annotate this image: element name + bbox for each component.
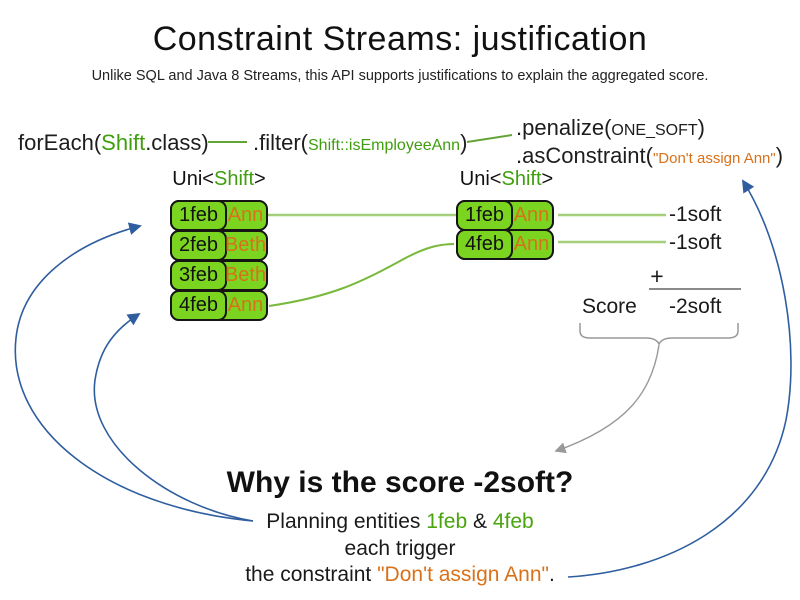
line3-suffix: .: [548, 563, 555, 586]
shift-date: 3feb: [170, 260, 227, 291]
entity-1feb: 1feb: [426, 510, 468, 533]
score-brace: [579, 323, 739, 346]
code-foreach: forEach(Shift.class): [18, 130, 209, 156]
right-stream-row-1feb: 1feb Ann: [456, 200, 554, 231]
page-subtitle: Unlike SQL and Java 8 Streams, this API …: [91, 68, 709, 84]
left-stream-row-4feb: 4feb Ann: [170, 290, 268, 321]
filter-arg: Shift::isEmployeeAnn: [308, 137, 461, 154]
explanation-to-constraint-arrow: [567, 179, 792, 578]
penalize-suffix: ): [697, 115, 705, 140]
line3-prefix: the constraint: [245, 563, 378, 586]
foreach-class: Shift: [101, 130, 146, 155]
why-heading: Why is the score -2soft?: [226, 466, 574, 499]
left-stream-label-type: Shift: [213, 168, 255, 190]
ampersand: &: [467, 510, 493, 533]
explanation-to-4feb-arrow: [93, 312, 254, 522]
foreach-prefix: forEach(: [18, 130, 102, 155]
asconstraint-arg: "Don't assign Ann": [652, 150, 776, 167]
shift-date: 1feb: [170, 200, 227, 231]
left-stream-row-1feb: 1feb Ann: [170, 200, 268, 231]
left-stream-label-prefix: Uni<: [172, 168, 214, 190]
explanation-line-1: Planning entities 1feb & 4feb: [0, 510, 800, 534]
score-total: -2soft: [669, 295, 722, 318]
line1-prefix: Planning entities: [266, 510, 427, 533]
explanation-to-1feb-arrow: [14, 222, 254, 522]
left-stream-label-suffix: >: [254, 168, 266, 190]
shift-date: 4feb: [456, 229, 513, 260]
right-stream-label-prefix: Uni<: [459, 168, 502, 190]
code-filter: .filter(Shift::isEmployeeAnn): [253, 130, 467, 156]
asconstraint-suffix: ): [775, 143, 784, 168]
score-label: Score: [582, 295, 637, 318]
right-stream-label: Uni<Shift>: [455, 168, 558, 191]
code-penalize: .penalize(ONE_SOFT): [516, 115, 705, 141]
foreach-suffix: .class): [145, 130, 209, 155]
left-stream-row-3feb: 3feb Beth: [170, 260, 268, 291]
left-stream-row-2feb: 2feb Beth: [170, 230, 268, 261]
shift-employee: Beth: [224, 264, 267, 286]
penalty-1: -1soft: [669, 203, 722, 226]
shift-employee: Ann: [513, 204, 550, 226]
link-4feb-left-to-right: [268, 243, 455, 307]
right-stream-label-suffix: >: [541, 168, 554, 190]
shift-employee: Ann: [227, 204, 264, 226]
shift-date: 4feb: [170, 290, 227, 321]
asconstraint-prefix: .asConstraint(: [516, 143, 653, 168]
shift-date: 2feb: [170, 230, 227, 261]
shift-employee: Ann: [513, 233, 550, 255]
code-link-filter-penalize: [466, 134, 513, 143]
left-stream-label: Uni<Shift>: [170, 168, 268, 191]
score-to-why-arrow: [554, 344, 660, 454]
shift-employee: Ann: [227, 294, 264, 316]
plus-sign: +: [650, 263, 664, 289]
page-title: Constraint Streams: justification: [152, 20, 648, 58]
filter-prefix: .filter(: [253, 130, 308, 155]
right-stream-row-4feb: 4feb Ann: [456, 229, 554, 260]
penalize-prefix: .penalize(: [516, 115, 612, 140]
code-asconstraint: .asConstraint("Don't assign Ann"): [516, 143, 783, 169]
explanation-line-2: each trigger: [344, 537, 456, 560]
shift-date: 1feb: [456, 200, 513, 231]
filter-suffix: ): [460, 130, 468, 155]
right-stream-label-type: Shift: [501, 168, 542, 190]
explanation-line-3: the constraint "Don't assign Ann".: [0, 563, 800, 587]
penalty-2: -1soft: [669, 231, 722, 254]
entity-4feb: 4feb: [492, 510, 534, 533]
constraint-name: "Don't assign Ann": [377, 563, 549, 586]
penalize-arg: ONE_SOFT: [611, 122, 698, 139]
shift-employee: Beth: [224, 234, 267, 256]
